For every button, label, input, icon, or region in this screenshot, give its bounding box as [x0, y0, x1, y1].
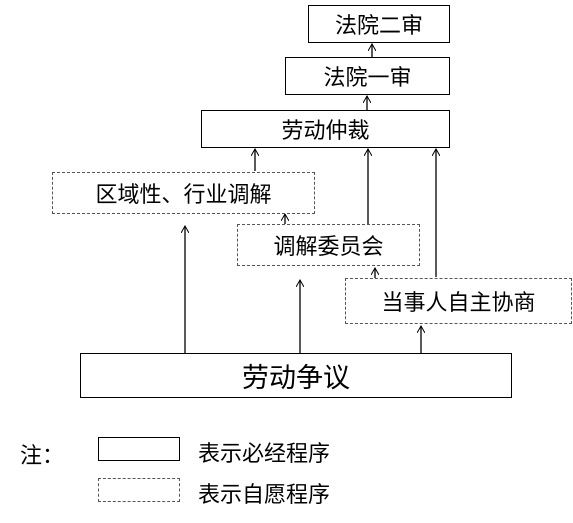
legend-required-label: 表示必经程序 [198, 442, 331, 467]
dispute-node: 劳动争议 [80, 353, 512, 398]
mediation-committee-label: 调解委员会 [273, 235, 384, 260]
first-trial-node: 法院一审 [285, 57, 450, 95]
dispute-label: 劳动争议 [242, 363, 350, 394]
arbitration-label: 劳动仲裁 [281, 119, 370, 144]
first-trial-label: 法院一审 [323, 66, 412, 91]
regional-mediation-label: 区域性、行业调解 [95, 183, 272, 208]
appeal-trial-label: 法院二审 [334, 14, 423, 39]
legend-required-swatch [98, 437, 180, 461]
legend-note: 注： [20, 444, 65, 469]
legend-voluntary-swatch [98, 478, 180, 502]
arbitration-node: 劳动仲裁 [201, 110, 450, 148]
negotiation-label: 当事人自主协商 [381, 291, 536, 316]
mediation-committee-node: 调解委员会 [237, 224, 420, 266]
regional-mediation-node: 区域性、行业调解 [52, 172, 315, 214]
legend-voluntary-label: 表示自愿程序 [198, 483, 331, 508]
negotiation-node: 当事人自主协商 [345, 278, 572, 324]
appeal-trial-node: 法院二审 [308, 5, 450, 43]
